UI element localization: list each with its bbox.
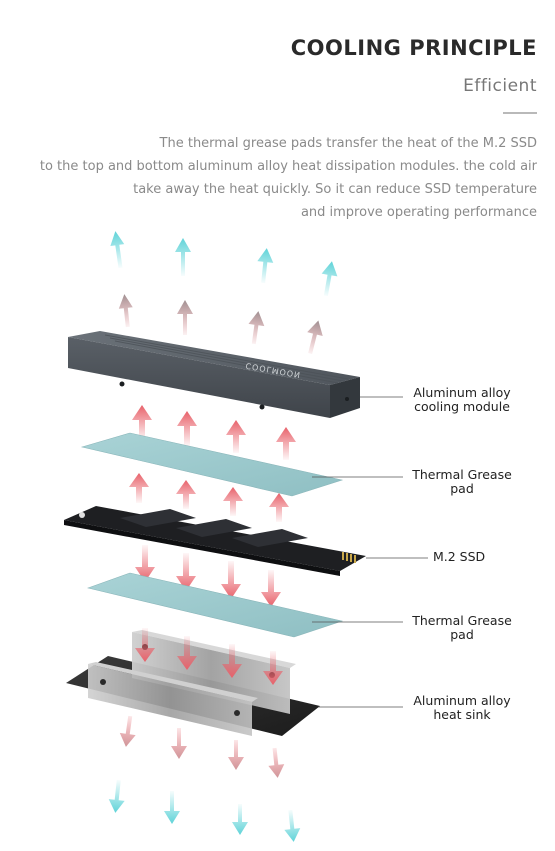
- down-arrow-icon: [232, 804, 248, 835]
- down-arrow-icon: [177, 636, 197, 670]
- down-arrow-icon: [135, 628, 155, 662]
- up-arrow-icon: [321, 261, 338, 297]
- up-arrow-icon: [276, 427, 296, 460]
- down-arrow-icon: [221, 561, 241, 599]
- down-arrow-icon: [261, 570, 281, 607]
- down-arrow-icon: [268, 747, 285, 778]
- up-arrow-icon: [248, 311, 265, 345]
- page-title: COOLING PRINCIPLE: [290, 36, 537, 60]
- label-thermal-pad-top: Thermal Grease pad: [412, 467, 512, 496]
- down-arrow-icon: [171, 728, 187, 759]
- up-arrow-icon: [176, 480, 196, 509]
- up-arrow-icon: [177, 300, 193, 335]
- up-arrow-icon: [110, 231, 125, 269]
- down-arrow-icon: [164, 791, 180, 824]
- up-arrow-icon: [177, 411, 197, 446]
- m2-ssd: [64, 506, 366, 576]
- down-arrow-icon: [119, 715, 136, 747]
- label-m2-ssd: M.2 SSD: [433, 549, 486, 564]
- heat-arrows-down-1: [135, 545, 281, 607]
- down-arrow-icon: [222, 644, 242, 678]
- description-line: The thermal grease pads transfer the hea…: [159, 136, 537, 151]
- up-arrow-icon: [307, 320, 323, 355]
- description-line: and improve operating performance: [300, 205, 537, 220]
- description: The thermal grease pads transfer the hea…: [12, 132, 537, 224]
- cool-air-arrows-top: [110, 231, 338, 297]
- heat-arrows-up-2: [129, 473, 289, 522]
- down-arrow-icon: [284, 809, 301, 842]
- down-arrow-icon: [176, 553, 196, 591]
- cool-air-arrows-bottom: [108, 779, 301, 842]
- description-line: take away the heat quickly. So it can re…: [133, 182, 537, 197]
- page-subtitle: Efficient: [463, 76, 537, 96]
- up-arrow-icon: [257, 248, 274, 284]
- mixed-air-arrows-bottom: [119, 715, 285, 778]
- up-arrow-icon: [129, 473, 149, 503]
- down-arrow-icon: [228, 740, 244, 770]
- description-line: to the top and bottom aluminum alloy hea…: [39, 159, 537, 174]
- mixed-air-arrows: [118, 294, 323, 355]
- up-arrow-icon: [269, 493, 289, 522]
- heat-arrows-up-1: [132, 405, 296, 460]
- up-arrow-icon: [226, 420, 246, 453]
- heat-sink: [66, 630, 320, 736]
- label-thermal-pad-bottom: Thermal Grease pad: [412, 613, 512, 642]
- heat-arrows-down-2: [135, 628, 283, 685]
- up-arrow-icon: [223, 487, 243, 516]
- thermal-pad-top: [80, 432, 344, 497]
- thermal-pad-bottom: [86, 572, 344, 638]
- label-heat-sink: Aluminum alloy heat sink: [413, 693, 511, 722]
- up-arrow-icon: [175, 238, 191, 276]
- cooling-module: COOLMOON: [68, 331, 360, 418]
- down-arrow-icon: [108, 779, 125, 813]
- down-arrow-icon: [135, 545, 155, 582]
- up-arrow-icon: [132, 405, 152, 440]
- up-arrow-icon: [118, 294, 133, 328]
- title-divider: [503, 112, 537, 114]
- down-arrow-icon: [263, 651, 283, 685]
- label-cooling-module: Aluminum alloy cooling module: [413, 385, 511, 414]
